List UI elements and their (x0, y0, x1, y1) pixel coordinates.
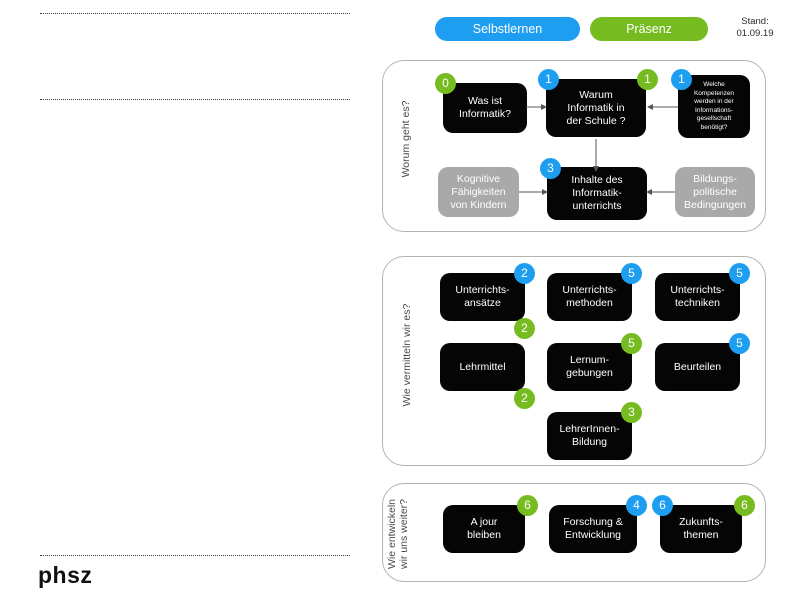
node-lehrmittel[interactable]: Lehrmittel (440, 343, 525, 391)
group-label-wie-vermitteln: Wie vermitteln wir es? (401, 303, 413, 407)
node-inhalte-informatikunterricht[interactable]: Inhalte des Informatik- unterrichts (547, 167, 647, 220)
badge-zukunftsthemen-green[interactable]: 6 (734, 495, 755, 516)
node-was-ist-informatik[interactable]: Was ist Informatik? (443, 83, 527, 133)
badge-unterrichtstechniken-blue[interactable]: 5 (729, 263, 750, 284)
node-unterrichtstechniken[interactable]: Unterrichts- techniken (655, 273, 740, 321)
divider-bottom (40, 555, 350, 556)
node-a-jour-bleiben[interactable]: A jour bleiben (443, 505, 525, 553)
divider-top (40, 13, 350, 14)
legend-pill-praesenz[interactable]: Präsenz (590, 17, 708, 41)
node-warum-informatik-schule[interactable]: Warum Informatik in der Schule ? (546, 79, 646, 137)
badge-lernumgebungen-green[interactable]: 5 (621, 333, 642, 354)
group-wie-vermitteln: Wie vermitteln wir es? Unterrichts- ansä… (382, 256, 766, 466)
stand-block: Stand: 01.09.19 (718, 16, 792, 39)
badge-unterrichtsmethoden-blue[interactable]: 5 (621, 263, 642, 284)
node-forschung-entwicklung[interactable]: Forschung & Entwicklung (549, 505, 637, 553)
phsz-logo: phsz (38, 562, 93, 588)
badge-inhalte-blue[interactable]: 3 (540, 158, 561, 179)
badge-zukunftsthemen-blue[interactable]: 6 (652, 495, 673, 516)
badge-unterrichtsansaetze-blue[interactable]: 2 (514, 263, 535, 284)
badge-beurteilen-blue[interactable]: 5 (729, 333, 750, 354)
badge-forschung-blue[interactable]: 4 (626, 495, 647, 516)
group-label-wie-entwickeln: Wie entwickeln wir uns weiter? (386, 498, 410, 570)
stand-date: 01.09.19 (736, 27, 774, 39)
node-beurteilen[interactable]: Beurteilen (655, 343, 740, 391)
stand-label: Stand: (741, 16, 769, 27)
node-zukunftsthemen[interactable]: Zukunfts- themen (660, 505, 742, 553)
legend-pill-selbstlernen[interactable]: Selbstlernen (435, 17, 580, 41)
badge-lehrerinnen-bildung-green-a[interactable]: 2 (514, 388, 535, 409)
badge-was-ist-informatik-green[interactable]: 0 (435, 73, 456, 94)
node-unterrichtsansaetze[interactable]: Unterrichts- ansätze (440, 273, 525, 321)
group-wie-entwickeln: Wie entwickeln wir uns weiter? A jour bl… (382, 483, 766, 582)
group-label-worum-geht-es: Worum geht es? (400, 100, 412, 178)
badge-lehrerinnen-bildung-green-b[interactable]: 3 (621, 402, 642, 423)
node-kognitive-faehigkeiten[interactable]: Kognitive Fähigkeiten von Kindern (438, 167, 519, 217)
node-lernumgebungen[interactable]: Lernum- gebungen (547, 343, 632, 391)
badge-lehrmittel-green[interactable]: 2 (514, 318, 535, 339)
divider-middle (40, 99, 350, 100)
node-unterrichtsmethoden[interactable]: Unterrichts- methoden (547, 273, 632, 321)
badge-warum-schule-blue[interactable]: 1 (538, 69, 559, 90)
node-bildungspolitische-bedingungen[interactable]: Bildungs- politische Bedingungen (675, 167, 755, 217)
badge-welche-kompetenzen-blue[interactable]: 1 (671, 69, 692, 90)
badge-a-jour-green[interactable]: 6 (517, 495, 538, 516)
node-lehrerinnen-bildung[interactable]: LehrerInnen- Bildung (547, 412, 632, 460)
badge-warum-schule-green[interactable]: 1 (637, 69, 658, 90)
group-worum-geht-es: Worum geht es? Was ist Informatik? 0 War… (382, 60, 766, 232)
